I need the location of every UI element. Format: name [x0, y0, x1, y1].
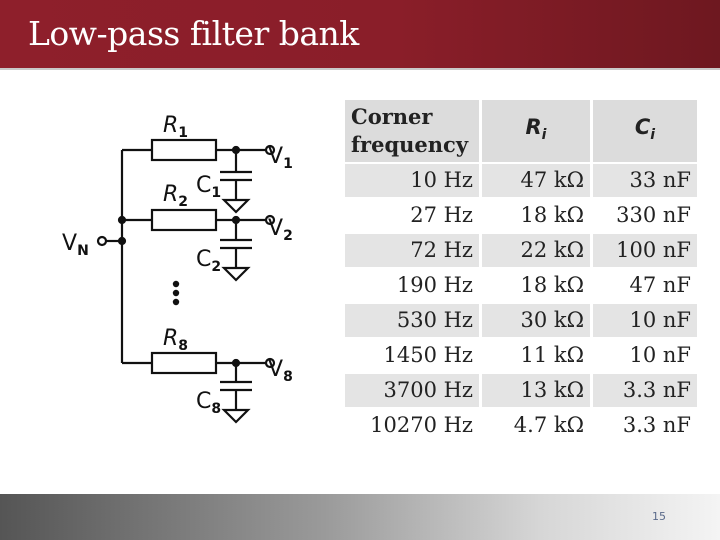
slide-title: Low-pass filter bank — [28, 14, 359, 53]
vin-label: VN — [62, 231, 89, 259]
header-capacitance: Ci — [593, 100, 697, 162]
v2-label: V2 — [268, 216, 293, 244]
resistor-r1 — [150, 138, 218, 162]
r8-label: R8 — [163, 326, 188, 354]
cell-resistance: 30 kΩ — [482, 304, 590, 337]
footer-bar — [0, 494, 720, 540]
cell-capacitance: 47 nF — [593, 269, 697, 302]
cell-frequency: 72 Hz — [345, 234, 479, 267]
v2-terminal — [264, 214, 276, 226]
cell-frequency: 190 Hz — [345, 269, 479, 302]
cell-resistance: 18 kΩ — [482, 269, 590, 302]
cell-resistance: 22 kΩ — [482, 234, 590, 267]
resistor-r8 — [150, 351, 218, 375]
cell-resistance: 47 kΩ — [482, 164, 590, 197]
cell-resistance: 18 kΩ — [482, 199, 590, 232]
page-number: 15 — [652, 510, 666, 523]
c2-label: C2 — [196, 247, 221, 275]
ground-icon — [221, 266, 251, 282]
cell-frequency: 3700 Hz — [345, 374, 479, 407]
r1-label: R1 — [163, 113, 188, 141]
filter-bank-schematic: VN R1 V1 C1 R2 V2 C2 R8 V8 C8 — [62, 113, 293, 424]
cell-frequency: 27 Hz — [345, 199, 479, 232]
table-header-row: Corner frequency Ri Ci — [345, 100, 697, 162]
ground-icon — [221, 198, 251, 214]
resistor-r2 — [150, 208, 218, 232]
vin-terminal — [96, 235, 108, 247]
v1-terminal — [264, 144, 276, 156]
header-corner-line1: Corner — [351, 104, 433, 129]
header-resistance: Ri — [482, 100, 590, 162]
cell-capacitance: 330 nF — [593, 199, 697, 232]
cell-capacitance: 3.3 nF — [593, 409, 697, 442]
header-corner-frequency: Corner frequency — [345, 100, 479, 162]
cell-frequency: 10270 Hz — [345, 409, 479, 442]
cell-capacitance: 10 nF — [593, 339, 697, 372]
cell-frequency: 10 Hz — [345, 164, 479, 197]
title-bar: Low-pass filter bank — [0, 0, 720, 70]
cell-frequency: 1450 Hz — [345, 339, 479, 372]
cell-capacitance: 3.3 nF — [593, 374, 697, 407]
cell-resistance: 13 kΩ — [482, 374, 590, 407]
ground-icon — [221, 408, 251, 424]
r2-label: R2 — [163, 182, 188, 210]
cell-resistance: 4.7 kΩ — [482, 409, 590, 442]
cell-resistance: 11 kΩ — [482, 339, 590, 372]
v1-label: V1 — [268, 144, 293, 172]
ellipsis-dots-icon — [172, 280, 180, 306]
v8-terminal — [264, 357, 276, 369]
header-corner-line2: frequency — [351, 132, 469, 157]
cell-capacitance: 100 nF — [593, 234, 697, 267]
cell-frequency: 530 Hz — [345, 304, 479, 337]
c8-label: C8 — [196, 389, 221, 417]
cell-capacitance: 33 nF — [593, 164, 697, 197]
c1-label: C1 — [196, 173, 221, 201]
cell-capacitance: 10 nF — [593, 304, 697, 337]
v8-label: V8 — [268, 357, 293, 385]
